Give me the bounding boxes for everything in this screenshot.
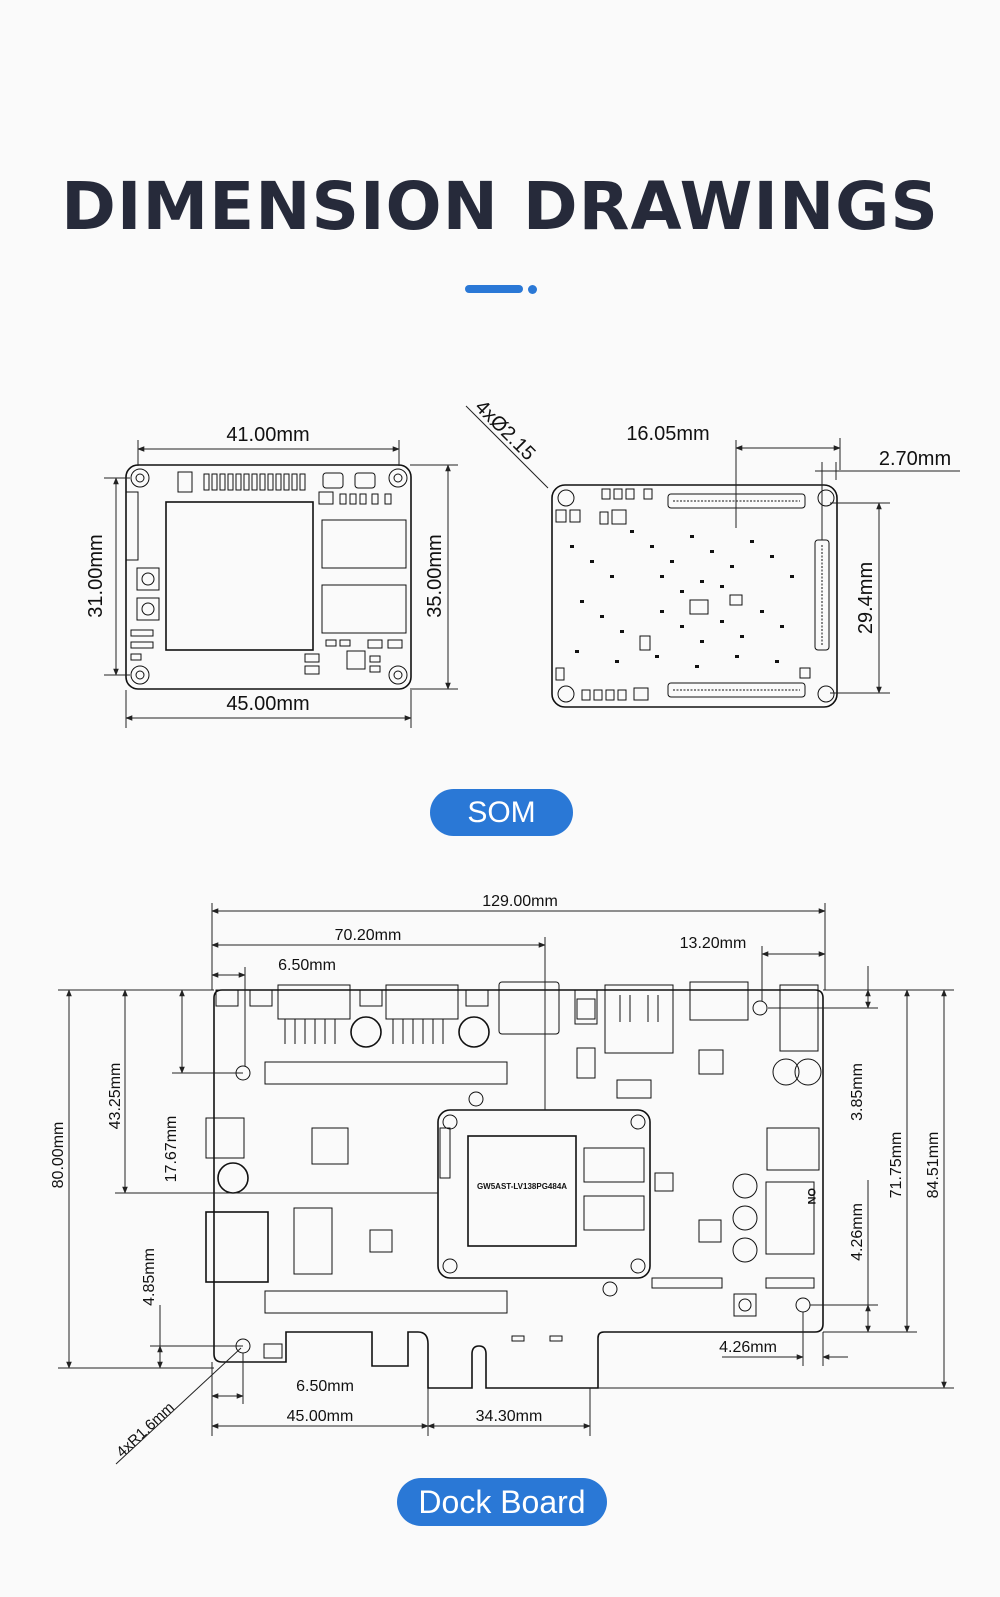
dock-right-13-2-label: 13.20mm	[680, 935, 747, 952]
som-holes-label: 4xØ2.15	[470, 396, 539, 465]
dock-bottom-45-label: 45.00mm	[287, 1408, 354, 1425]
dock-bottom-6-5-label: 6.50mm	[296, 1378, 354, 1395]
dock-bottom-34-3-label: 34.30mm	[476, 1408, 543, 1425]
som-width-top-label: 41.00mm	[226, 424, 309, 446]
dip-switch-label: ON	[805, 1188, 817, 1205]
dock-chip-marking: GW5AST-LV138PG484A	[477, 1182, 567, 1191]
dock-left-80-label: 80.00mm	[50, 1122, 67, 1189]
dock-corner-radius-label: 4xR1.6mm	[113, 1399, 178, 1461]
som-height-left-label: 31.00mm	[85, 534, 107, 617]
som-front-board	[125, 464, 412, 690]
dock-left-4-85-label: 4.85mm	[141, 1248, 158, 1306]
dock-right-3-85-label: 3.85mm	[849, 1063, 866, 1121]
som-front-pads	[130, 473, 403, 675]
dock-left-17-67-label: 17.67mm	[163, 1116, 180, 1183]
dock-board-outline	[213, 989, 824, 1389]
dock-board-label-pill: Dock Board	[397, 1478, 607, 1526]
dock-board-mounting-holes	[235, 1000, 811, 1354]
som-back-board	[551, 484, 838, 708]
som-edge-offset-label: 2.70mm	[879, 448, 951, 470]
dock-right-84-51-label: 84.51mm	[925, 1132, 942, 1199]
dock-board-components	[205, 981, 822, 1359]
som-connector-offset-label: 16.05mm	[626, 423, 709, 445]
title-accent-bar	[465, 285, 523, 293]
som-back-components	[570, 530, 794, 668]
dock-right-71-75-label: 71.75mm	[888, 1132, 905, 1199]
title-accent-dot	[528, 285, 537, 294]
dock-top-6-5-label: 6.50mm	[278, 957, 336, 974]
dock-width-70-label: 70.20mm	[335, 927, 402, 944]
som-back-dimension-lines	[465, 405, 960, 694]
dock-dimension-lines	[58, 903, 954, 1465]
dock-total-width-label: 129.00mm	[482, 893, 558, 910]
dock-som-module	[437, 1109, 651, 1279]
som-label-pill: SOM	[430, 789, 573, 836]
som-width-bottom-label: 45.00mm	[226, 693, 309, 715]
dock-left-43-25-label: 43.25mm	[107, 1063, 124, 1130]
som-front-dimension-lines	[104, 440, 458, 728]
dock-right-4-26-v-label: 4.26mm	[849, 1203, 866, 1261]
som-connector-length-label: 29.4mm	[855, 562, 877, 634]
page-title: DIMENSION DRAWINGS	[61, 168, 939, 245]
som-height-right-label: 35.00mm	[424, 534, 446, 617]
dock-bottom-4-26-label: 4.26mm	[719, 1339, 777, 1356]
